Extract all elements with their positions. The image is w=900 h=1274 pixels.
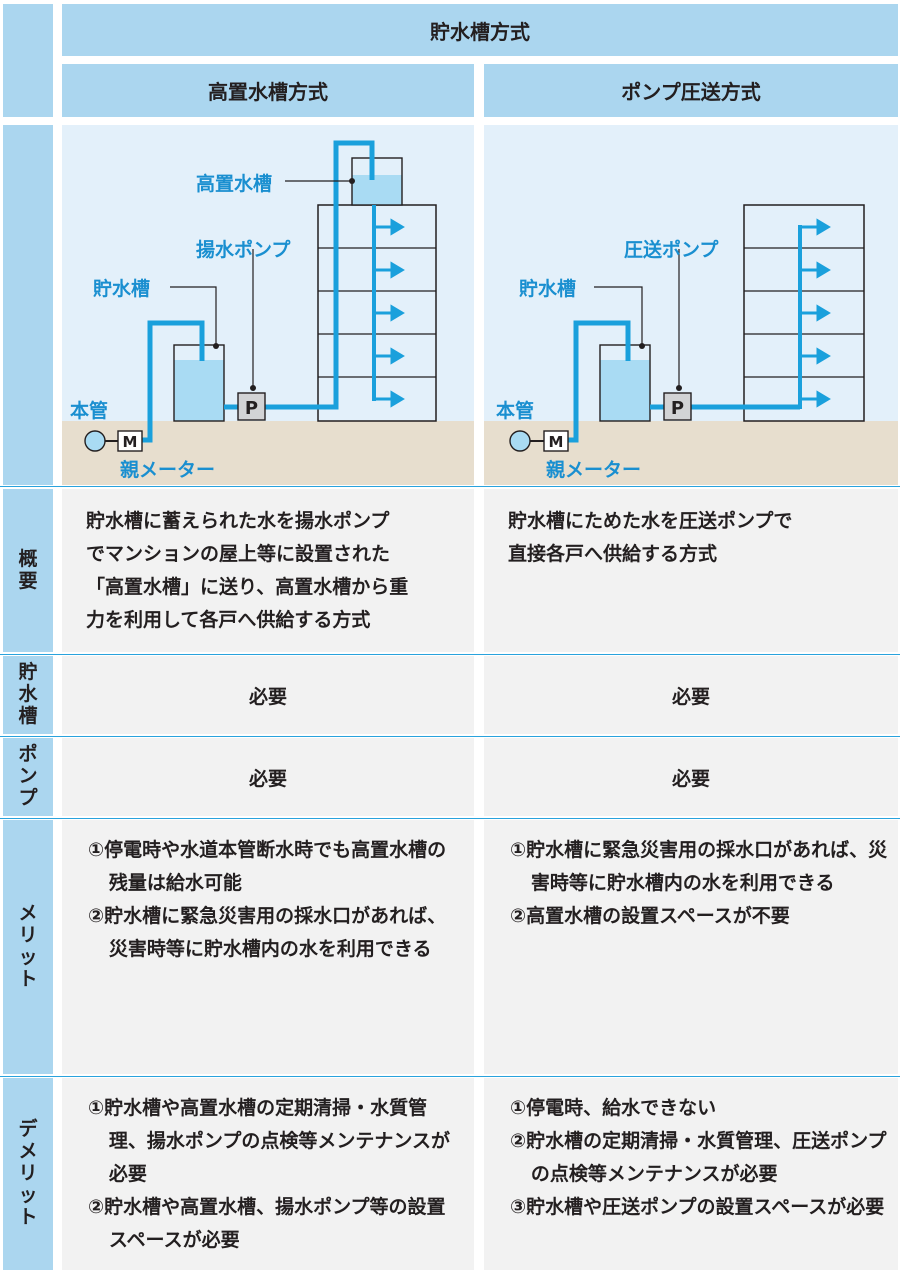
row-label-char: メ bbox=[18, 1140, 38, 1163]
row-label-demerits: デメリット bbox=[3, 1078, 53, 1270]
diagram-pump-pressure-system: P M 圧送ポンプ 貯水槽 本管 親メーター bbox=[484, 125, 898, 485]
row-label-char: ポ bbox=[18, 743, 38, 766]
main-pipe-symbol bbox=[509, 430, 531, 452]
diagram-elevated-tank-system: P M 高置水槽 揚水ポンプ 貯水槽 本管 親メーター bbox=[62, 125, 474, 485]
label-elevated-tank: 高置水槽 bbox=[196, 172, 272, 195]
col1-header: 高置水槽方式 bbox=[62, 64, 474, 117]
row-label-char: プ bbox=[18, 786, 38, 809]
pump-col1: 必要 bbox=[62, 738, 474, 816]
col1-title: 高置水槽方式 bbox=[208, 80, 328, 104]
group-title: 貯水槽方式 bbox=[430, 19, 530, 44]
merit-item: ①貯水槽に緊急災害用の採水口があれば、災害時等に貯水槽内の水を利用できる bbox=[510, 839, 888, 894]
demerit-item: ②貯水槽や高置水槽、揚水ポンプ等の設置スペースが必要 bbox=[88, 1196, 446, 1251]
elevated-tank-water bbox=[352, 175, 402, 205]
overview-col1-line: でマンションの屋上等に設置された bbox=[86, 543, 391, 565]
demerit-item: ②貯水槽の定期清掃・水質管理、圧送ポンプの点検等メンテナンスが必要 bbox=[510, 1130, 887, 1185]
meter bbox=[543, 430, 569, 452]
tank-col1: 必要 bbox=[62, 656, 474, 734]
row-label-char: デ bbox=[18, 1118, 38, 1141]
row-label-char: ッ bbox=[18, 1183, 38, 1206]
lift-pipe bbox=[264, 140, 375, 410]
demerit-item: ③貯水槽や圧送ポンプの設置スペースが必要 bbox=[510, 1196, 885, 1218]
storage-tank-water bbox=[174, 360, 224, 421]
storage-tank bbox=[173, 344, 225, 422]
meter-symbol: M bbox=[123, 433, 138, 451]
row-label-char: 貯 bbox=[18, 661, 38, 684]
label-pressure-pump: 圧送ポンプ bbox=[624, 238, 719, 261]
pump-symbol: P bbox=[671, 398, 684, 419]
label-lift-pump: 揚水ポンプ bbox=[196, 238, 291, 261]
row-label-char: ン bbox=[18, 765, 38, 788]
merit-item: ①停電時や水道本管断水時でも高置水槽の残量は給水可能 bbox=[88, 839, 447, 894]
overview-col2: 貯水槽にためた水を圧送ポンプで 直接各戸へ供給する方式 bbox=[484, 489, 898, 652]
demerits-col1: ①貯水槽や高置水槽の定期清掃・水質管理、揚水ポンプの点検等メンテナンスが必要 ②… bbox=[62, 1078, 474, 1270]
merits-col1: ①停電時や水道本管断水時でも高置水槽の残量は給水可能 ②貯水槽に緊急災害用の採水… bbox=[62, 820, 474, 1074]
lift-pump bbox=[237, 392, 266, 421]
supply-arrows bbox=[800, 218, 831, 408]
storage-tank bbox=[599, 344, 651, 422]
overview-col1: 貯水槽に蓄えられた水を揚水ポンプ でマンションの屋上等に設置された 「高置水槽」… bbox=[62, 489, 474, 652]
corner-cell bbox=[3, 4, 53, 117]
label-main-pipe: 本管 bbox=[70, 399, 108, 422]
demerits-col2: ①停電時、給水できない ②貯水槽の定期清掃・水質管理、圧送ポンプの点検等メンテナ… bbox=[484, 1078, 898, 1270]
inlet-pipe bbox=[142, 320, 205, 443]
label-storage-tank: 貯水槽 bbox=[519, 277, 576, 300]
row-label-char: ト bbox=[18, 967, 38, 990]
row-label-char: 槽 bbox=[18, 704, 38, 727]
overview-col1-line: 貯水槽に蓄えられた水を揚水ポンプ bbox=[86, 510, 390, 532]
storage-tank-water bbox=[600, 360, 650, 421]
row-label-merits: メリット bbox=[3, 820, 53, 1074]
overview-col2-line: 直接各戸へ供給する方式 bbox=[508, 543, 718, 565]
col2-header: ポンプ圧送方式 bbox=[484, 64, 898, 117]
row-label-char: 水 bbox=[18, 683, 38, 706]
row-label-char: メ bbox=[18, 902, 38, 925]
tank-col2: 必要 bbox=[484, 656, 898, 734]
row-label-tank: 貯水槽 bbox=[3, 656, 53, 734]
pump-symbol: P bbox=[245, 398, 258, 419]
label-storage-tank: 貯水槽 bbox=[93, 277, 150, 300]
supply-arrows bbox=[374, 218, 405, 408]
row-label-char: リ bbox=[18, 924, 38, 947]
pump-col2: 必要 bbox=[484, 738, 898, 816]
row-label-char: ッ bbox=[18, 946, 38, 968]
diagram-side-cell bbox=[3, 125, 53, 485]
row-label-char: 要 bbox=[18, 569, 38, 592]
row-label-char: ト bbox=[18, 1205, 38, 1228]
overview-col1-line: 「高置水槽」に送り、高置水槽から重 bbox=[86, 576, 409, 598]
inlet-pipe bbox=[568, 320, 631, 443]
label-parent-meter: 親メーター bbox=[546, 458, 641, 481]
overview-col1-line: 力を利用して各戸へ供給する方式 bbox=[86, 609, 371, 631]
meter-symbol: M bbox=[549, 433, 564, 451]
merit-item: ②高置水槽の設置スペースが不要 bbox=[510, 905, 790, 927]
row-label-pump: ポンプ bbox=[3, 738, 53, 816]
elevated-tank-diagram: P M 高置水槽 揚水ポンプ 貯水槽 本管 親メーター bbox=[62, 140, 474, 485]
label-main-pipe: 本管 bbox=[496, 399, 534, 422]
row-label-overview: 概要 bbox=[3, 489, 53, 652]
pump-col2-value: 必要 bbox=[671, 767, 710, 790]
col2-title: ポンプ圧送方式 bbox=[621, 80, 761, 104]
group-header: 貯水槽方式 bbox=[62, 4, 898, 56]
demerit-item: ①貯水槽や高置水槽の定期清掃・水質管理、揚水ポンプの点検等メンテナンスが必要 bbox=[88, 1097, 450, 1185]
merit-item: ②貯水槽に緊急災害用の採水口があれば、災害時等に貯水槽内の水を利用できる bbox=[88, 905, 447, 960]
merits-col2: ①貯水槽に緊急災害用の採水口があれば、災害時等に貯水槽内の水を利用できる ②高置… bbox=[484, 820, 898, 1074]
main-pipe-symbol bbox=[84, 430, 106, 452]
tank-col2-value: 必要 bbox=[671, 685, 710, 708]
pressure-pump bbox=[663, 392, 692, 421]
demerit-item: ①停電時、給水できない bbox=[510, 1097, 717, 1119]
tank-col1-value: 必要 bbox=[248, 685, 287, 708]
overview-col2-line: 貯水槽にためた水を圧送ポンプで bbox=[508, 510, 793, 532]
row-label-char: リ bbox=[18, 1162, 38, 1185]
label-parent-meter: 親メーター bbox=[120, 458, 215, 481]
pump-col1-value: 必要 bbox=[248, 767, 287, 790]
row-label-char: 概 bbox=[18, 547, 38, 570]
pump-pressure-diagram: P M 圧送ポンプ 貯水槽 本管 親メーター bbox=[484, 204, 898, 485]
meter bbox=[117, 430, 143, 452]
